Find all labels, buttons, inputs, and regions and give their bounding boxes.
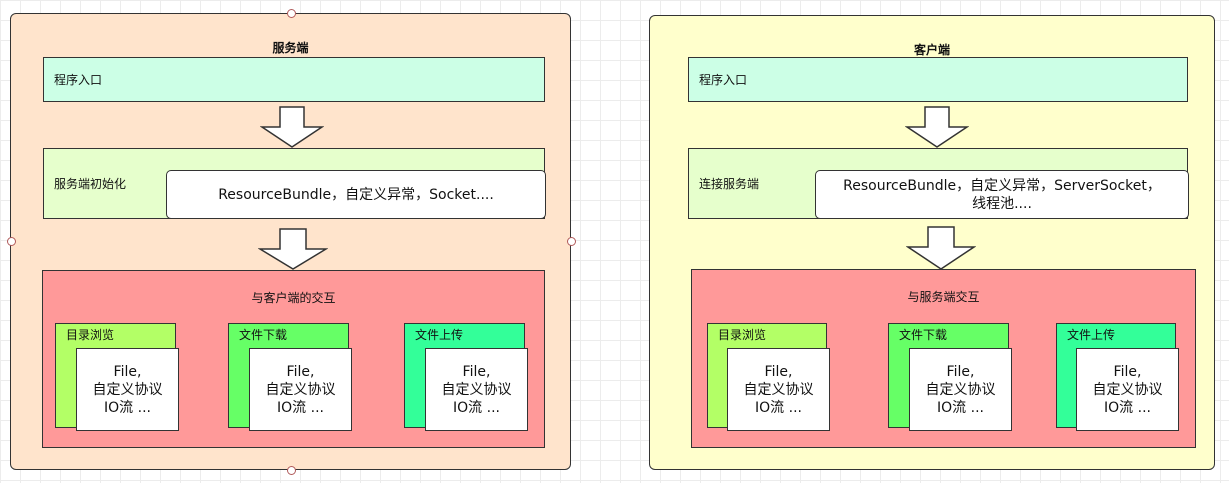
server-feature-download[interactable]: 文件下载 File, 自定义协议 IO流 ... bbox=[228, 323, 352, 431]
detail-line: File, bbox=[764, 363, 793, 380]
detail-line: File, bbox=[946, 363, 975, 380]
client-entry-label: 程序入口 bbox=[699, 73, 748, 87]
server-entry-box[interactable]: 程序入口 bbox=[43, 57, 545, 102]
detail-line: 自定义协议 bbox=[441, 381, 512, 398]
client-feature-upload-detail: File, 自定义协议 IO流 ... bbox=[1076, 348, 1179, 431]
client-connect-label: 连接服务端 bbox=[699, 177, 760, 191]
server-feature-download-detail: File, 自定义协议 IO流 ... bbox=[249, 348, 352, 431]
client-feature-download-label: 文件下载 bbox=[899, 328, 948, 342]
server-title: 服务端 bbox=[272, 41, 309, 55]
server-init-detail-box[interactable]: ResourceBundle，自定义异常，Socket.... bbox=[166, 170, 546, 219]
detail-line: 自定义协议 bbox=[92, 381, 163, 398]
server-feature-upload-detail: File, 自定义协议 IO流 ... bbox=[425, 348, 528, 431]
server-feature-browse-label: 目录浏览 bbox=[66, 328, 115, 342]
server-arrow-1 bbox=[260, 106, 324, 148]
resize-handle-left[interactable] bbox=[7, 237, 16, 246]
client-feature-browse[interactable]: 目录浏览 File, 自定义协议 IO流 ... bbox=[707, 323, 830, 431]
client-entry-box[interactable]: 程序入口 bbox=[688, 57, 1188, 102]
detail-line: File, bbox=[462, 363, 491, 380]
detail-line: IO流 ... bbox=[277, 399, 324, 416]
client-arrow-1 bbox=[905, 106, 969, 148]
detail-line: File, bbox=[1113, 363, 1142, 380]
resize-handle-top[interactable] bbox=[287, 9, 296, 18]
client-title: 客户端 bbox=[913, 43, 950, 57]
server-entry-label: 程序入口 bbox=[54, 73, 103, 87]
detail-line: 自定义协议 bbox=[925, 381, 996, 398]
client-feature-download[interactable]: 文件下载 File, 自定义协议 IO流 ... bbox=[888, 323, 1012, 431]
server-feature-upload[interactable]: 文件上传 File, 自定义协议 IO流 ... bbox=[404, 323, 528, 431]
detail-line: 自定义协议 bbox=[265, 381, 336, 398]
detail-line: File, bbox=[286, 363, 315, 380]
client-feature-download-detail: File, 自定义协议 IO流 ... bbox=[909, 348, 1012, 431]
resize-handle-bottom[interactable] bbox=[287, 466, 296, 475]
detail-line: 自定义协议 bbox=[1092, 381, 1163, 398]
server-arrow-2 bbox=[258, 228, 328, 270]
client-connect-detail-line2: 线程池.... bbox=[972, 195, 1032, 212]
resize-handle-right[interactable] bbox=[567, 237, 576, 246]
detail-line: IO流 ... bbox=[453, 399, 500, 416]
server-feature-upload-label: 文件上传 bbox=[415, 328, 464, 342]
detail-line: IO流 ... bbox=[755, 399, 802, 416]
detail-line: IO流 ... bbox=[1104, 399, 1151, 416]
server-init-label: 服务端初始化 bbox=[54, 177, 127, 191]
detail-line: IO流 ... bbox=[104, 399, 151, 416]
client-feature-browse-detail: File, 自定义协议 IO流 ... bbox=[727, 348, 830, 431]
detail-line: IO流 ... bbox=[937, 399, 984, 416]
server-feature-download-label: 文件下载 bbox=[239, 328, 288, 342]
client-feature-upload-label: 文件上传 bbox=[1067, 328, 1116, 342]
client-arrow-2 bbox=[906, 226, 976, 270]
server-init-detail: ResourceBundle，自定义异常，Socket.... bbox=[218, 186, 494, 203]
server-feature-browse-detail: File, 自定义协议 IO流 ... bbox=[76, 348, 179, 431]
detail-line: 自定义协议 bbox=[743, 381, 814, 398]
client-feature-upload[interactable]: 文件上传 File, 自定义协议 IO流 ... bbox=[1056, 323, 1179, 431]
server-feature-browse[interactable]: 目录浏览 File, 自定义协议 IO流 ... bbox=[55, 323, 179, 431]
client-connect-detail-box[interactable]: ResourceBundle，自定义异常，ServerSocket， 线程池..… bbox=[815, 170, 1189, 219]
client-connect-detail-line1: ResourceBundle，自定义异常，ServerSocket， bbox=[843, 177, 1161, 194]
detail-line: File, bbox=[113, 363, 142, 380]
client-feature-browse-label: 目录浏览 bbox=[718, 328, 767, 342]
client-interaction-title: 与服务端交互 bbox=[907, 290, 980, 304]
server-interaction-title: 与客户端的交互 bbox=[251, 291, 336, 305]
